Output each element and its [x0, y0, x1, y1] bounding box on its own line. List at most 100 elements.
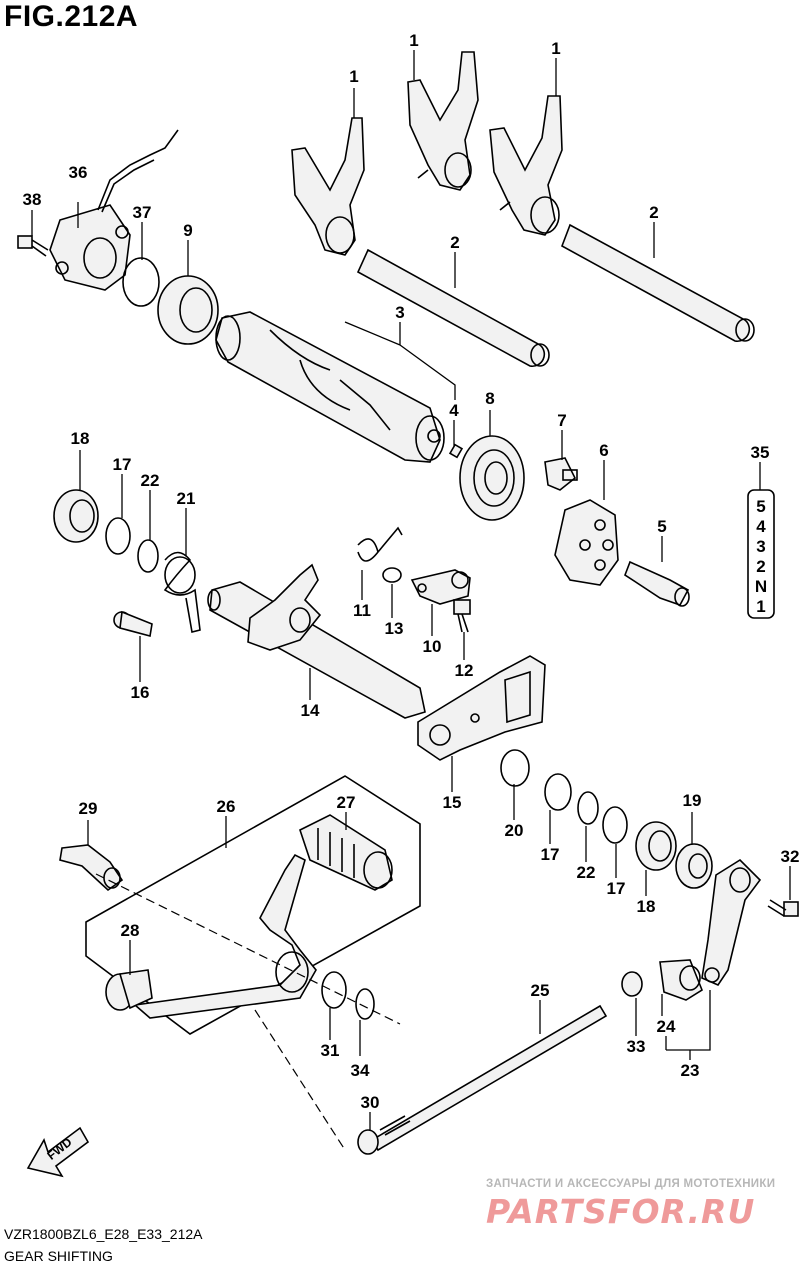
- circlip-right: [577, 791, 599, 825]
- lever-circlip: [355, 988, 375, 1020]
- callout-35: 35: [751, 443, 770, 462]
- callout-1-right: 1: [551, 39, 560, 58]
- sensor-bolt: [17, 235, 49, 257]
- callout-17-right-2: 17: [607, 879, 626, 898]
- callout-36: 36: [69, 163, 88, 182]
- gear-3-label: 3: [756, 537, 765, 556]
- watermark-tagline: ЗАПЧАСТИ И АКСЕССУАРЫ ДЛЯ МОТОТЕХНИКИ: [486, 1178, 776, 1190]
- cam-bearing: [459, 435, 525, 521]
- shift-lever-bolt: [59, 844, 124, 892]
- cam-stopper-plate: [554, 499, 619, 586]
- link-arm-bolt: [767, 899, 799, 917]
- footpeg-rubber: [299, 814, 393, 891]
- callout-2-right: 2: [649, 203, 658, 222]
- cam-bolt: [544, 457, 578, 491]
- figure-caption: GEAR SHIFTING: [4, 1248, 113, 1264]
- leader-lines: [31, 50, 791, 1130]
- callout-13: 13: [385, 619, 404, 638]
- shift-fork-middle: [407, 51, 479, 191]
- callout-23: 23: [681, 1061, 700, 1080]
- washer-right-1: [544, 773, 572, 811]
- callout-18-left: 18: [71, 429, 90, 448]
- gear-indicator-panel: 5 4 3 2 N 1: [747, 489, 775, 619]
- callout-32: 32: [781, 847, 800, 866]
- callout-37: 37: [133, 203, 152, 222]
- callout-26: 26: [217, 797, 236, 816]
- shift-lever: [133, 853, 317, 1019]
- callout-12: 12: [455, 661, 474, 680]
- rod-end-nut: [621, 971, 643, 997]
- callout-4: 4: [449, 401, 459, 420]
- lever-to-shaft-leader: [95, 873, 401, 1025]
- callout-20: 20: [505, 821, 524, 840]
- shift-link-arm: [659, 858, 762, 1001]
- figure-title: FIG.212A: [4, 0, 139, 33]
- cam-pin: [448, 443, 464, 459]
- callout-22-right: 22: [577, 863, 596, 882]
- callout-28: 28: [121, 921, 140, 940]
- callout-19: 19: [683, 791, 702, 810]
- cam-pin-bolt: [624, 560, 690, 607]
- callout-11: 11: [353, 601, 371, 620]
- gearshift-rod: [357, 1004, 608, 1155]
- shaft-oil-seal: [500, 749, 530, 787]
- needle-bearing-right: [635, 821, 677, 871]
- shift-arm-plate: [410, 569, 471, 605]
- callout-18-right: 18: [637, 897, 656, 916]
- callout-33: 33: [627, 1037, 646, 1056]
- callout-10: 10: [423, 637, 442, 656]
- callout-25: 25: [531, 981, 550, 1000]
- callout-24: 24: [657, 1017, 676, 1036]
- cam-needle-bearing: [157, 275, 219, 345]
- washer-left: [105, 517, 131, 555]
- callout-9: 9: [183, 221, 192, 240]
- callout-labels: 1 1 1 2 2 3 4 8 7 6 5 35 36 38 37 9 18 1…: [23, 31, 800, 1112]
- callout-34: 34: [351, 1061, 370, 1080]
- return-spring: [163, 551, 201, 633]
- fork-shaft-right: [561, 223, 755, 343]
- needle-bearing-left: [53, 489, 99, 543]
- lever-to-rod-leader: [254, 1009, 346, 1151]
- fwd-arrow: FWD: [26, 1126, 90, 1178]
- lever-washer: [321, 971, 347, 1009]
- gear-1-label: 1: [756, 597, 765, 616]
- fork-shaft-left: [356, 248, 550, 368]
- callout-3: 3: [395, 303, 404, 322]
- callout-17-left: 17: [113, 455, 132, 474]
- shift-pawl-spring: [357, 526, 403, 562]
- gear-4-label: 4: [756, 517, 766, 536]
- sensor-o-ring: [122, 257, 160, 307]
- small-washer: [382, 567, 402, 583]
- callout-27: 27: [337, 793, 356, 812]
- callout-16: 16: [131, 683, 150, 702]
- callout-7: 7: [557, 411, 566, 430]
- gearshift-shaft: [207, 563, 426, 719]
- figure-code: VZR1800BZL6_E28_E33_212A: [4, 1226, 203, 1242]
- callout-38: 38: [23, 190, 42, 209]
- plate-bolt: [453, 599, 471, 633]
- washer-right-2: [602, 806, 628, 844]
- shift-lever-pin: [105, 969, 153, 1011]
- gearshift-cam: [215, 311, 445, 463]
- callout-31: 31: [321, 1041, 340, 1060]
- callout-29: 29: [79, 799, 98, 818]
- callout-6: 6: [599, 441, 608, 460]
- callout-1-middle: 1: [409, 31, 418, 50]
- oil-seal-right: [675, 843, 713, 889]
- callout-17-right-1: 17: [541, 845, 560, 864]
- circlip-left: [137, 539, 159, 573]
- gear-5-label: 5: [756, 497, 765, 516]
- shift-fork-left: [291, 117, 365, 256]
- callout-2-left: 2: [450, 233, 459, 252]
- gear-neutral-label: N: [755, 577, 767, 596]
- gear-2-label: 2: [756, 557, 765, 576]
- callout-22-left: 22: [141, 471, 160, 490]
- shift-arm-stopper-bolt: [113, 610, 153, 637]
- callout-15: 15: [443, 793, 462, 812]
- shift-fork-right: [489, 95, 563, 236]
- callout-8: 8: [485, 389, 494, 408]
- shift-lever-bounding-box: [85, 775, 421, 1035]
- callout-21: 21: [177, 489, 196, 508]
